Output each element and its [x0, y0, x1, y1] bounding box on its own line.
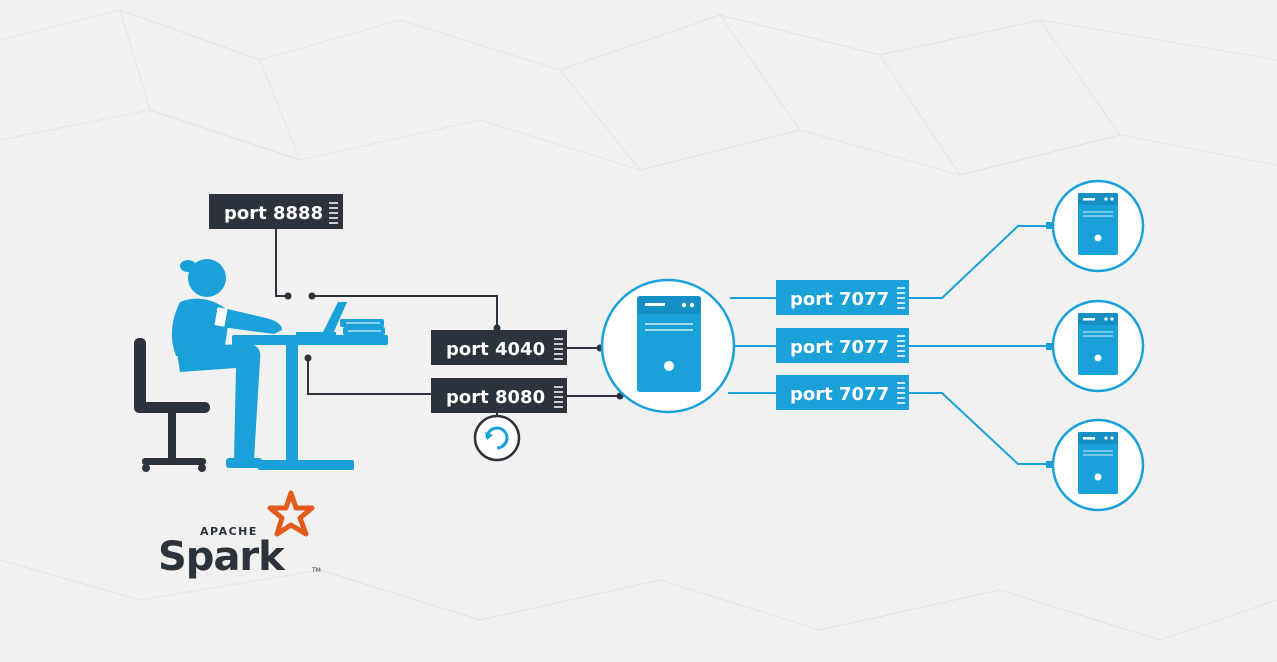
port-7077-box-2: port 7077 [776, 328, 909, 363]
dark-connectors [275, 228, 620, 397]
port-7077-box-3: port 7077 [776, 375, 909, 410]
jupyter-connector [275, 228, 288, 297]
worker-server-1 [1051, 179, 1145, 273]
port-3-to-worker-3 [908, 392, 1050, 465]
port-7077-label-2: port 7077 [790, 337, 889, 358]
port-8888-label: port 8888 [224, 203, 323, 224]
port-7077-label-1: port 7077 [790, 289, 889, 310]
refresh-icon [473, 413, 521, 462]
server-icon [1078, 432, 1118, 494]
blue-dots [1046, 222, 1053, 468]
port-7077-box-1: port 7077 [776, 280, 909, 315]
port-1-to-worker-1 [908, 225, 1050, 299]
worker-server-3 [1051, 418, 1145, 512]
desk-icon [232, 335, 388, 470]
person-at-desk-icon [134, 259, 388, 472]
books-icon [340, 319, 385, 335]
spark-star-icon [267, 490, 315, 537]
logo-spark-text: Spark [158, 534, 286, 580]
port-8888-box: port 8888 [209, 194, 343, 229]
blue-connectors [728, 225, 1050, 465]
background-mesh [0, 9, 1277, 641]
laptop-icon [296, 302, 347, 336]
master-server [600, 278, 736, 414]
person-figure [171, 259, 282, 468]
worker-server-2 [1051, 299, 1145, 393]
server-icon [637, 296, 701, 392]
server-icon [1078, 313, 1118, 375]
port-7077-label-3: port 7077 [790, 384, 889, 405]
port-8080-label: port 8080 [446, 387, 545, 408]
chair-icon [134, 338, 210, 472]
master-ui-connector [307, 358, 432, 395]
port-4040-label: port 4040 [446, 339, 545, 360]
server-icon [1078, 193, 1118, 255]
port-8080-box: port 8080 [431, 378, 567, 413]
app-ui-connector [312, 295, 498, 328]
port-4040-box: port 4040 [431, 330, 567, 365]
logo-apache-text: APACHE [200, 525, 258, 538]
logo-tm-text: TM [311, 567, 321, 574]
spark-logo: APACHE Spark TM [158, 490, 321, 580]
